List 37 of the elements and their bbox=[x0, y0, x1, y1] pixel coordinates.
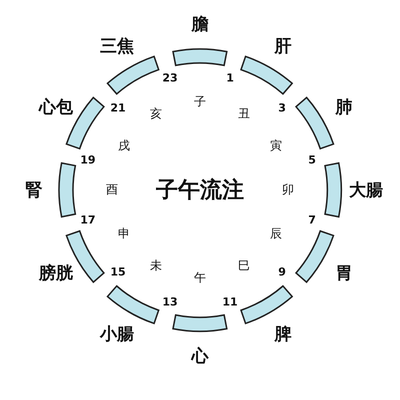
branch-label: 卯 bbox=[282, 182, 294, 198]
hour-label: 11 bbox=[222, 296, 238, 309]
branch-label: 酉 bbox=[106, 182, 118, 198]
hour-label: 3 bbox=[278, 101, 286, 114]
hour-label: 21 bbox=[110, 101, 126, 114]
branch-label: 子 bbox=[194, 94, 206, 110]
branch-label: 午 bbox=[194, 270, 206, 286]
organ-label: 脾 bbox=[274, 323, 292, 346]
hour-label: 15 bbox=[110, 266, 126, 279]
branch-label: 寅 bbox=[270, 138, 282, 154]
hour-label: 17 bbox=[80, 214, 96, 227]
branch-label: 丑 bbox=[238, 105, 250, 122]
hour-label: 19 bbox=[80, 153, 96, 166]
branch-label: 亥 bbox=[150, 105, 162, 122]
organ-label: 肺 bbox=[335, 96, 352, 118]
branch-label: 巳 bbox=[238, 258, 250, 275]
organ-label: 小腸 bbox=[100, 323, 134, 346]
organ-label: 三焦 bbox=[100, 36, 134, 58]
organ-label: 心包 bbox=[39, 96, 74, 118]
organ-label: 膽 bbox=[191, 14, 208, 36]
hour-label: 9 bbox=[278, 266, 286, 279]
branch-label: 戌 bbox=[118, 138, 130, 154]
branch-label: 申 bbox=[118, 226, 130, 242]
branch-label: 辰 bbox=[270, 226, 282, 242]
organ-label: 胃 bbox=[335, 262, 352, 284]
hour-label: 13 bbox=[162, 296, 178, 309]
organ-label: 腎 bbox=[26, 179, 42, 202]
hour-label: 5 bbox=[308, 153, 316, 166]
organ-label: 大腸 bbox=[348, 179, 383, 202]
organ-label: 心 bbox=[191, 345, 208, 368]
branch-label: 未 bbox=[150, 258, 162, 275]
organ-label: 膀胱 bbox=[39, 262, 74, 284]
hour-label: 7 bbox=[308, 214, 316, 227]
title: 子午流注 bbox=[156, 176, 244, 205]
hour-label: 1 bbox=[226, 71, 234, 84]
organ-label: 肝 bbox=[274, 36, 292, 58]
hour-label: 23 bbox=[162, 71, 178, 84]
